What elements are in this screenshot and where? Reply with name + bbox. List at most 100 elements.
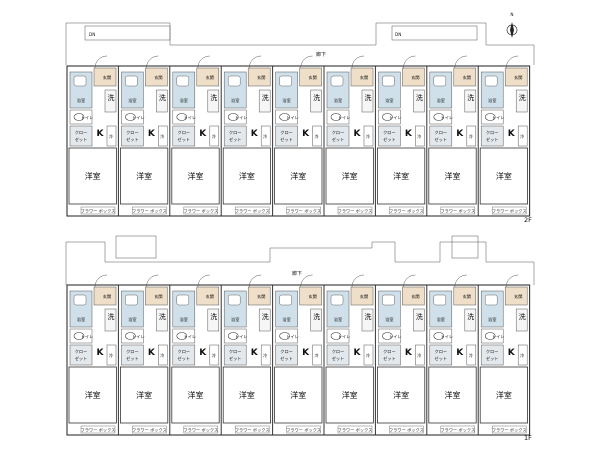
bath-label: 浴室 [334,316,342,323]
washer-label: 洗 [262,312,269,321]
closet-area [172,344,196,366]
entrance-area [93,286,117,306]
kitchen-label: K [199,348,207,358]
fridge-label: 冷 [160,133,164,140]
western-room [325,366,374,424]
washer-area [104,89,117,113]
closet-area [480,344,504,366]
western-room-label: 洋室 [342,171,358,181]
floor-2f-outline: DN DN 廊下 [65,22,535,65]
closet-label: ゼット [75,355,88,361]
western-room [479,147,529,205]
kitchen-label: K [97,129,105,139]
closet-label: ゼット [126,136,139,142]
bathtub-icon [484,294,498,306]
entrance-label: 玄関 [257,74,265,81]
closet-label: クロー [435,349,448,355]
toilet-label: トイレ [441,115,454,120]
entrance-area [350,67,374,87]
bath-label: 浴室 [437,316,445,323]
washer-area [515,308,528,332]
entrance-area [504,67,528,87]
washer-label: 洗 [159,93,166,102]
kitchen-label: K [148,348,156,358]
kitchen-label: K [354,348,362,358]
bathtub-icon [176,75,190,87]
bathtub-icon [330,294,344,306]
closet-area [121,344,144,366]
western-room [68,147,117,205]
flower-box [286,425,321,434]
floor-1f-outline: 廊下 [65,235,535,285]
floor-label-1f: 1F [524,434,532,442]
western-room [120,366,169,424]
entrance-label: 玄関 [206,74,214,81]
closet-label: クロー [126,349,139,355]
entrance-area [350,286,374,306]
western-room [428,147,477,205]
door-swing-icon [505,55,519,69]
closet-label: クロー [486,130,499,136]
kitchen-label: K [508,348,516,358]
closet-label: ゼット [435,136,448,142]
toilet-label: トイレ [338,334,351,339]
entrance-label: 玄関 [206,293,214,300]
bathtub-icon [279,75,292,87]
toilet-icon [176,332,188,340]
toilet-label: トイレ [286,115,299,120]
bathtub-icon [484,75,498,87]
closet-label: クロー [383,130,396,136]
door-swing-icon [403,55,416,69]
closet-label: クロー [486,349,499,355]
toilet-label: トイレ [132,334,145,339]
floor-label-2f: 2F [524,216,532,224]
flower-box-label: フラワー ボックス [338,427,373,434]
washer-area [464,89,477,113]
closet-area [172,125,196,147]
flower-box [132,206,167,215]
entrance-label: 玄関 [411,74,419,81]
toilet-icon [227,113,239,121]
washer-label: 洗 [262,93,269,102]
bathtub-icon [227,294,241,306]
door-swing-icon [248,55,262,69]
corridor-label-1f: 廊下 [292,270,302,277]
washer-area [104,308,117,332]
washer-label: 洗 [467,93,474,102]
fridge-label: 冷 [212,352,216,359]
washer-label: 洗 [519,93,526,102]
entrance-area [247,286,271,306]
entrance-area [504,286,528,306]
closet-label: ゼット [435,355,448,361]
stair-2f-left [84,25,171,41]
bath-label: 浴室 [77,316,85,323]
toilet-icon [176,113,188,121]
bath-label: 浴室 [180,97,188,104]
entrance-area [402,67,425,87]
fridge-area [260,125,271,147]
flower-box [337,425,373,434]
closet-label: クロー [280,130,293,136]
bath-label: 浴室 [282,97,290,104]
door-swing-icon [403,274,416,288]
entrance-label: 玄関 [308,293,316,300]
flower-box-label: フラワー ボックス [132,427,167,434]
fridge-area [106,125,117,147]
fridge-label: 冷 [109,352,113,359]
kitchen-label: K [148,129,156,139]
fridge-label: 冷 [520,133,524,140]
flower-box [286,206,321,215]
fridge-area [517,344,528,366]
bathtub-icon [125,294,138,306]
closet-area [429,125,453,147]
fridge-label: 冷 [263,133,267,140]
toilet-icon [279,113,290,121]
western-room [274,366,323,424]
entrance-label: 玄関 [411,293,419,300]
toilet-icon [125,332,136,340]
washer-area [413,89,425,113]
